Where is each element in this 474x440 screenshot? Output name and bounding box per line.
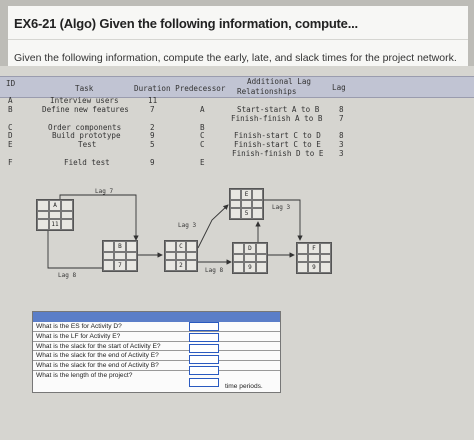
- question-row: What is the LF for Activity E?: [33, 332, 280, 342]
- col-duration-predecessor: Duration Predecessor: [134, 84, 226, 93]
- question-row: What is the slack for the start of Activ…: [33, 342, 280, 352]
- row-lag: 3: [339, 149, 344, 158]
- node-f-label: F: [308, 243, 320, 254]
- row-predecessor: A: [200, 105, 205, 114]
- row-relationship: Finish-start C to D: [234, 131, 321, 140]
- node-d: D 9: [232, 242, 268, 274]
- node-d-duration: 9: [244, 262, 256, 273]
- node-a-duration: 11: [49, 219, 61, 230]
- answer-input-slack-end-b[interactable]: [189, 366, 219, 375]
- question-text: What is the ES for Activity D?: [36, 323, 122, 330]
- row-duration: 9: [150, 131, 155, 140]
- row-task: Interview users: [50, 96, 119, 105]
- col-task: Task: [75, 84, 94, 93]
- question-text: What is the slack for the end of Activit…: [36, 352, 159, 360]
- node-f-duration: 9: [308, 262, 320, 273]
- row-id: E: [8, 140, 13, 149]
- lag-ab-top: Lag 7: [95, 188, 114, 195]
- activity-table-header: ID Task Duration Predecessor Additional …: [0, 76, 474, 98]
- row-duration: 7: [150, 105, 155, 114]
- answer-input-slack-start-e[interactable]: [189, 344, 219, 353]
- row-relationship: Finish-start C to E: [234, 140, 321, 149]
- row-relationship: Finish-finish D to E: [232, 149, 324, 158]
- row-id: D: [8, 131, 13, 140]
- node-e-duration: 5: [241, 208, 252, 219]
- node-c-duration: 2: [175, 260, 187, 271]
- node-e-label: E: [241, 189, 252, 200]
- node-c: C 2: [164, 240, 198, 272]
- answer-input-lf-e[interactable]: [189, 333, 219, 342]
- instruction-text: Given the following information, compute…: [8, 40, 468, 66]
- lag-ab-bottom: Lag 8: [58, 272, 77, 279]
- row-lag: 8: [339, 131, 344, 140]
- answer-input-es-d[interactable]: [189, 322, 219, 331]
- node-a: A 11: [36, 199, 74, 231]
- row-predecessor: B: [200, 123, 205, 132]
- answer-input-slack-end-e[interactable]: [189, 355, 219, 364]
- row-predecessor: C: [200, 140, 205, 149]
- row-task: Order components: [48, 123, 122, 132]
- answer-input-project-length[interactable]: [189, 378, 219, 387]
- row-task: Field test: [64, 158, 110, 167]
- lag-ce: Lag 3: [178, 222, 197, 229]
- page-title: EX6-21 (Algo) Given the following inform…: [8, 6, 468, 40]
- row-task: Define new features: [42, 105, 129, 114]
- lag-de: Lag 3: [272, 204, 291, 211]
- row-predecessor: E: [200, 158, 205, 167]
- row-duration: 9: [150, 158, 155, 167]
- row-relationship: Finish-finish A to B: [231, 114, 323, 123]
- node-b: B 7: [102, 240, 138, 272]
- question-row: What is the length of the project?: [33, 371, 280, 381]
- question-row: What is the slack for the end of Activit…: [33, 351, 280, 362]
- row-id: B: [8, 105, 13, 114]
- col-additional-lag: Additional Lag: [247, 77, 312, 86]
- col-lag: Lag: [332, 83, 346, 92]
- row-id: F: [8, 158, 13, 167]
- row-lag: 8: [339, 105, 344, 114]
- row-duration: 2: [150, 123, 155, 132]
- node-b-label: B: [114, 241, 126, 252]
- node-f: F 9: [296, 242, 332, 274]
- unit-label: time periods.: [225, 383, 263, 390]
- col-id: ID: [6, 79, 16, 88]
- row-duration: 5: [150, 140, 155, 149]
- node-c-label: C: [175, 241, 187, 252]
- row-task: Test: [78, 140, 97, 149]
- lag-cd: Lag 8: [205, 267, 224, 274]
- row-relationship: Start-start A to B: [237, 105, 320, 114]
- question-table: What is the ES for Activity D? What is t…: [32, 311, 281, 393]
- question-text: What is the slack for the end of Activit…: [36, 362, 159, 370]
- col-relationships: Relationships: [237, 87, 297, 96]
- node-a-label: A: [49, 200, 61, 211]
- node-b-duration: 7: [114, 260, 126, 271]
- row-id: C: [8, 123, 13, 132]
- row-lag: 3: [339, 140, 344, 149]
- node-e: E 5: [229, 188, 264, 220]
- question-text: What is the slack for the start of Activ…: [36, 342, 161, 350]
- row-lag: 7: [339, 114, 344, 123]
- row-duration: 11: [148, 96, 158, 105]
- question-text: What is the length of the project?: [36, 371, 133, 379]
- question-table-header: [33, 312, 280, 322]
- row-id: A: [8, 96, 13, 105]
- node-d-label: D: [244, 243, 256, 254]
- question-row: What is the slack for the end of Activit…: [33, 361, 280, 371]
- question-text: What is the LF for Activity E?: [36, 332, 121, 340]
- question-row: What is the ES for Activity D?: [33, 322, 280, 332]
- row-predecessor: C: [200, 131, 205, 140]
- row-task: Build prototype: [52, 131, 121, 140]
